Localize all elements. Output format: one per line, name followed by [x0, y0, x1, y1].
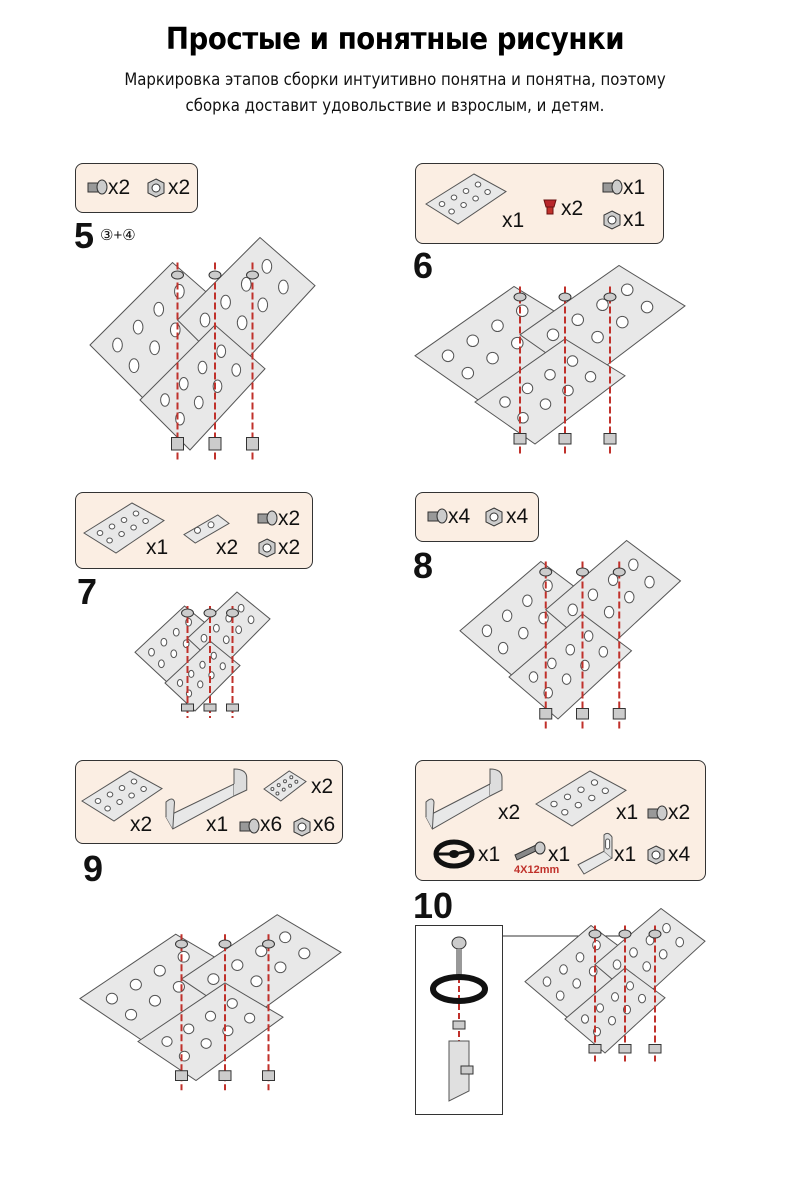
parts-count: x1	[548, 843, 571, 866]
page-title: Простые и понятные рисунки	[165, 22, 625, 57]
strip-icon	[183, 514, 230, 544]
step-number: 9	[83, 848, 104, 889]
parts-count: x1	[206, 813, 229, 836]
step-8-parts-box: x4 x4	[415, 492, 539, 542]
step-number: 8	[413, 545, 434, 586]
screw-icon	[257, 510, 278, 526]
step-references: ③+④	[100, 227, 136, 244]
plate-icon	[83, 502, 165, 554]
parts-count: x6	[260, 813, 283, 836]
bolt-size-label: 4X12mm	[514, 864, 560, 876]
nut-icon	[147, 178, 165, 198]
parts-count: x1	[146, 536, 169, 559]
screw-icon	[239, 818, 260, 834]
nut-icon	[485, 507, 503, 527]
parts-count: x2	[168, 176, 191, 199]
step-5-parts-box: x2 x2	[75, 163, 198, 213]
parts-count: x1	[614, 843, 637, 866]
nut-icon	[258, 538, 276, 558]
subtitle-line-1: Маркировка этапов сборки интуитивно поня…	[124, 70, 666, 90]
step-5-illustration	[89, 236, 316, 463]
parts-count: x6	[313, 813, 336, 836]
parts-count: x2	[498, 801, 521, 824]
parts-count: x4	[668, 843, 691, 866]
step-9-parts-box: x2 x1 x2 x6 x6	[75, 760, 343, 844]
step-number: 10	[413, 885, 454, 926]
parts-count: x4	[448, 505, 471, 528]
screw-icon	[427, 508, 448, 524]
long-bolt-icon	[514, 841, 546, 861]
parts-count: x1	[616, 801, 639, 824]
parts-count: x1	[478, 843, 501, 866]
screw-icon	[647, 805, 668, 821]
parts-count: x1	[623, 176, 646, 199]
parts-count: x2	[668, 801, 691, 824]
parts-count: x2	[278, 536, 301, 559]
step-number: 7	[77, 571, 98, 612]
parts-count: x1	[502, 209, 525, 232]
step-7-illustration	[134, 591, 271, 718]
screw-icon	[87, 179, 108, 195]
plate-icon	[425, 173, 507, 225]
small-plate-icon	[263, 770, 307, 802]
l-bracket-icon	[577, 832, 613, 875]
parts-count: x2	[108, 176, 131, 199]
wheel-detail-illustration	[430, 936, 488, 1102]
steering-wheel-icon	[433, 839, 475, 869]
step-10-parts-box: x2 x1 x2 x1 x1 4X12mm x1 x4	[415, 760, 706, 881]
step-6-illustration	[414, 264, 686, 455]
step-10-detail-inset	[415, 925, 503, 1115]
parts-count: x2	[278, 507, 301, 530]
step-number: 6	[413, 245, 434, 286]
parts-count: x2	[561, 197, 584, 220]
parts-count: x2	[311, 775, 334, 798]
step-8-illustration	[459, 539, 682, 730]
nut-icon	[293, 817, 311, 837]
step-10-illustration	[524, 907, 706, 1062]
plate-icon	[81, 770, 163, 822]
step-7-parts-box: x1 x2 x2 x2	[75, 492, 313, 569]
plate-icon	[535, 770, 627, 827]
step-number: 5	[74, 215, 95, 256]
subtitle-line-2: сборка доставит удовольствие и взрослым,…	[185, 96, 605, 116]
parts-count: x1	[623, 208, 646, 231]
angle-bracket-icon	[165, 768, 248, 830]
red-peg-icon	[543, 199, 557, 215]
screw-icon	[602, 179, 623, 195]
nut-icon	[603, 210, 621, 230]
nut-icon	[647, 845, 665, 865]
parts-count: x2	[216, 536, 239, 559]
parts-count: x2	[130, 813, 153, 836]
step-6-parts-box: x1 x2 x1 x1	[415, 163, 664, 244]
angle-bracket-icon	[425, 768, 503, 830]
step-9-illustration	[79, 914, 342, 1091]
parts-count: x4	[506, 505, 529, 528]
